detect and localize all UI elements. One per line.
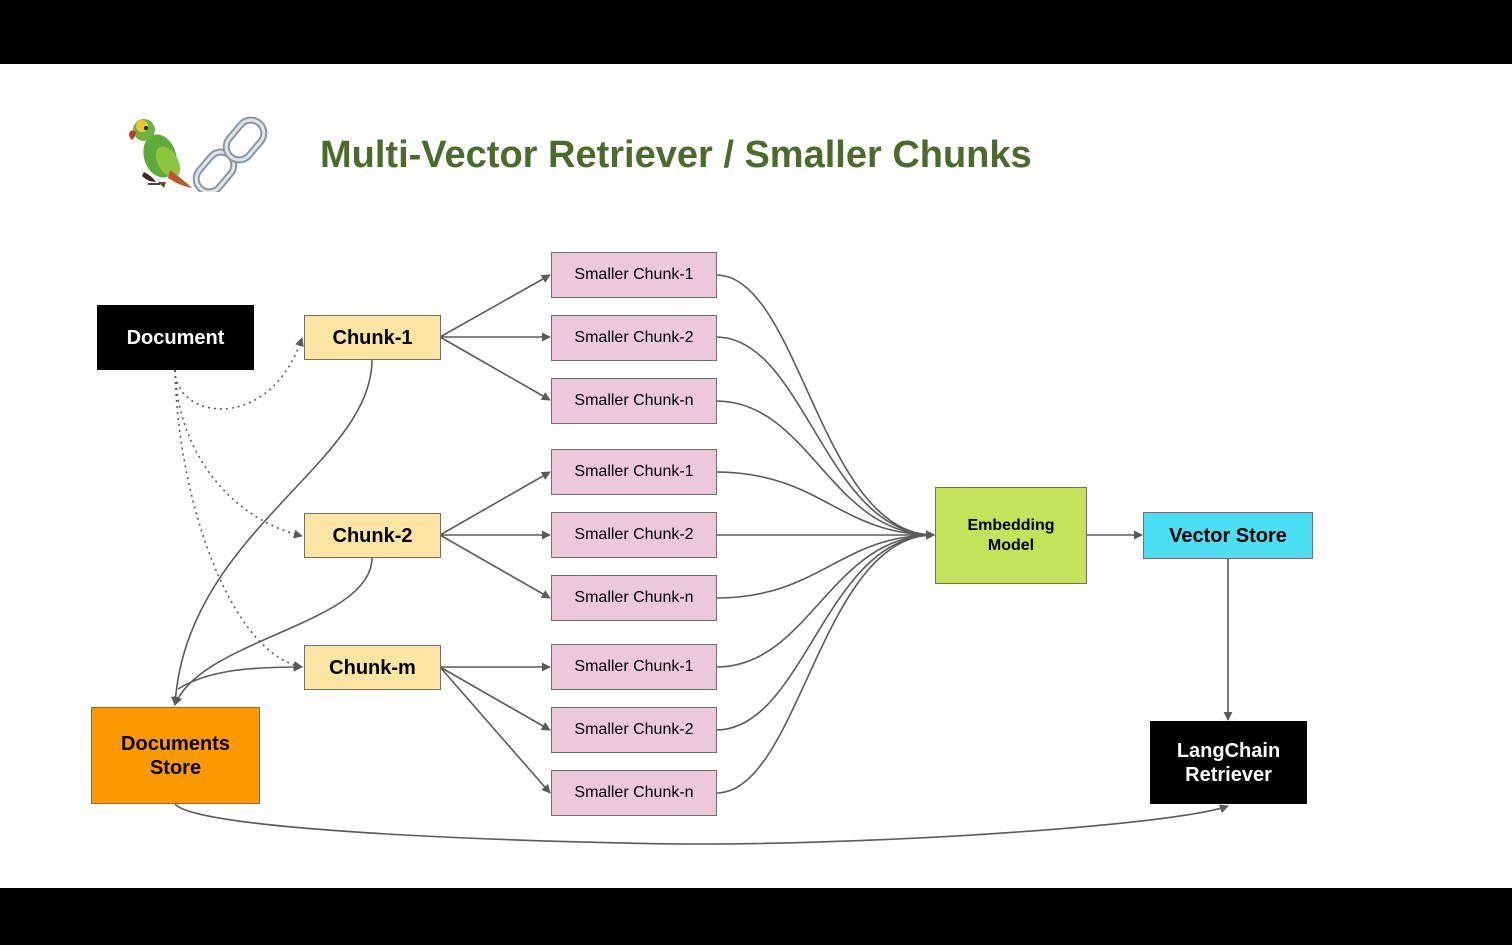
smaller-chunk-node: Smaller Chunk-2 bbox=[551, 315, 717, 361]
vector-store-label: Vector Store bbox=[1169, 524, 1287, 547]
chunk-1-label: Chunk-1 bbox=[332, 326, 413, 349]
smaller-chunk-node: Smaller Chunk-n bbox=[551, 770, 717, 816]
chunk-m-label: Chunk-m bbox=[329, 656, 416, 679]
arrow-documents-store-chunk-m bbox=[177, 662, 303, 690]
documents-store-node: Documents Store bbox=[91, 707, 260, 804]
arrow-chunk-m-smaller-2 bbox=[439, 666, 551, 731]
smaller-chunk-node: Smaller Chunk-2 bbox=[551, 512, 717, 558]
arrow-chunk-1-smaller-n bbox=[439, 336, 551, 401]
arrow-documents-store-retriever bbox=[174, 803, 1229, 845]
arrow-chunk-2-smaller-n bbox=[439, 534, 551, 599]
diagram-connectors bbox=[170, 274, 1233, 845]
smaller-chunk-label: Smaller Chunk-2 bbox=[574, 721, 694, 739]
smaller-chunk-node: Smaller Chunk-1 bbox=[551, 252, 717, 298]
arrow-g2-smaller-n-embedding bbox=[715, 530, 935, 599]
page-title: Multi-Vector Retriever / Smaller Chunks bbox=[320, 134, 1032, 176]
langchain-retriever-label: LangChain Retriever bbox=[1176, 739, 1281, 786]
smaller-chunk-node: Smaller Chunk-n bbox=[551, 378, 717, 424]
arrow-gm-smaller-2-embedding bbox=[715, 530, 935, 731]
arrow-chunk-2-smaller-1 bbox=[439, 471, 551, 536]
arrow-g1-smaller-n-embedding bbox=[715, 400, 935, 540]
vector-store-node: Vector Store bbox=[1143, 512, 1313, 559]
smaller-chunk-node: Smaller Chunk-1 bbox=[551, 644, 717, 690]
embedding-model-label: Embedding Model bbox=[967, 517, 1055, 554]
arrow-g1-smaller-1-embedding bbox=[715, 274, 935, 540]
slide: Multi-Vector Retriever / Smaller Chunks bbox=[0, 64, 1512, 888]
dotted-arrow-document-chunk-2 bbox=[174, 369, 303, 539]
chunk-2-label: Chunk-2 bbox=[332, 524, 413, 547]
dotted-arrow-document-chunk-m bbox=[174, 369, 303, 670]
chunk-2-node: Chunk-2 bbox=[304, 513, 441, 558]
top-letterbox-bar bbox=[0, 0, 1512, 64]
smaller-chunk-label: Smaller Chunk-n bbox=[574, 784, 694, 802]
smaller-chunk-label: Smaller Chunk-2 bbox=[574, 526, 694, 544]
link-icon bbox=[192, 116, 268, 196]
smaller-chunk-label: Smaller Chunk-2 bbox=[574, 329, 694, 347]
smaller-chunk-node: Smaller Chunk-1 bbox=[551, 449, 717, 495]
document-node: Document bbox=[97, 305, 254, 370]
smaller-chunk-label: Smaller Chunk-1 bbox=[574, 266, 694, 284]
arrow-chunk-1-smaller-1 bbox=[439, 274, 551, 338]
chunk-m-node: Chunk-m bbox=[304, 645, 441, 690]
document-label: Document bbox=[126, 326, 225, 349]
smaller-chunk-label: Smaller Chunk-n bbox=[574, 589, 694, 607]
smaller-chunk-label: Smaller Chunk-n bbox=[574, 392, 694, 410]
langchain-retriever-node: LangChain Retriever bbox=[1150, 721, 1307, 804]
arrow-gm-smaller-n-embedding bbox=[715, 530, 935, 794]
embedding-model-node: Embedding Model bbox=[935, 487, 1087, 584]
arrow-g1-smaller-2-embedding bbox=[715, 336, 935, 540]
parrot-icon bbox=[129, 119, 192, 188]
smaller-chunk-node: Smaller Chunk-2 bbox=[551, 707, 717, 753]
smaller-chunk-label: Smaller Chunk-1 bbox=[574, 463, 694, 481]
smaller-chunk-node: Smaller Chunk-n bbox=[551, 575, 717, 621]
arrow-chunk-m-smaller-n bbox=[439, 666, 551, 794]
smaller-chunk-label: Smaller Chunk-1 bbox=[574, 658, 694, 676]
dotted-arrow-document-chunk-1 bbox=[174, 337, 304, 410]
documents-store-label: Documents Store bbox=[121, 732, 230, 779]
logo bbox=[124, 112, 280, 196]
arrow-gm-smaller-1-embedding bbox=[715, 530, 935, 668]
bottom-letterbox-bar bbox=[0, 888, 1512, 945]
arrow-chunk-1-documents-store bbox=[170, 359, 373, 706]
chunk-1-node: Chunk-1 bbox=[304, 315, 441, 360]
arrow-g2-smaller-1-embedding bbox=[715, 471, 935, 540]
